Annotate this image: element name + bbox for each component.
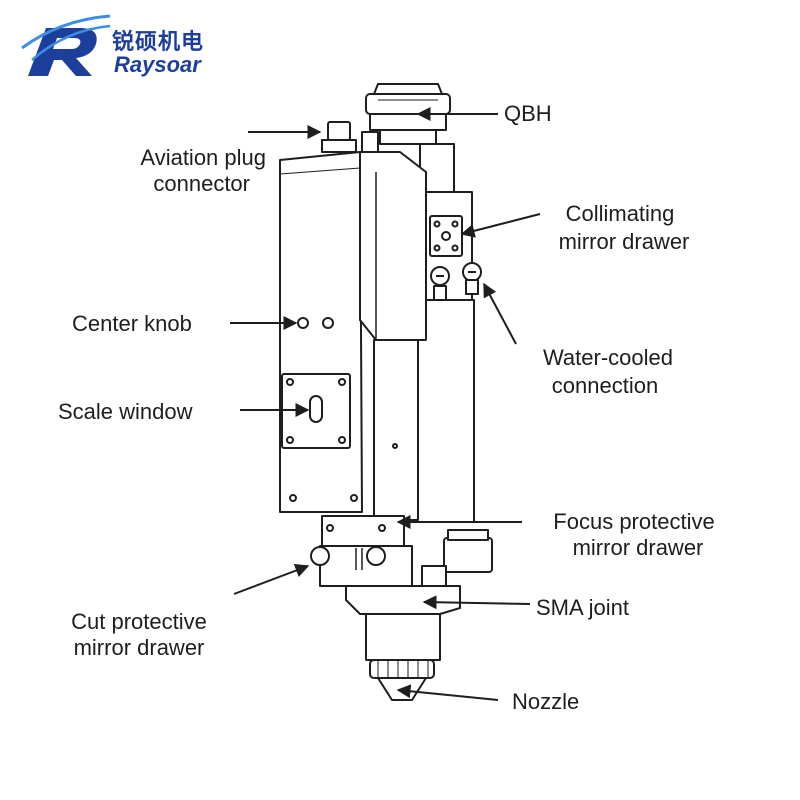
nozzle-ring	[369, 659, 435, 679]
nozzle-cone	[377, 677, 427, 701]
label-cut-protective-line2: mirror drawer	[73, 635, 205, 660]
label-focus-protective-line2: mirror drawer	[572, 535, 704, 560]
label-focus-protective-line1: Focus protective	[553, 509, 715, 534]
label-aviation-plug-line1: Aviation plug	[140, 145, 266, 170]
label-scale-window: Scale window	[58, 399, 193, 424]
brand-name-chinese: 锐硕机电	[112, 30, 205, 55]
qbh-connector	[365, 83, 451, 145]
label-nozzle: Nozzle	[512, 689, 580, 714]
arrow-collimating	[460, 213, 541, 238]
label-collimating-line1: Collimating	[565, 201, 675, 226]
center-knob-left	[297, 317, 309, 329]
label-center-knob: Center knob	[72, 311, 192, 336]
label-qbh: QBH	[504, 101, 552, 126]
brand-name-english: Raysoar	[114, 52, 201, 77]
arrow-water-cooled	[483, 282, 517, 345]
label-water-cooled-line1: Water-cooled	[542, 345, 673, 370]
focus-protective-drawer	[321, 515, 405, 547]
label-aviation-plug-line2: connector	[153, 171, 250, 196]
label-cut-protective-line1: Cut protective	[71, 609, 207, 634]
arrow-sma-joint	[422, 595, 531, 610]
center-knob-right	[322, 317, 334, 329]
arrow-nozzle	[396, 684, 499, 701]
arrow-cut-protective	[233, 563, 310, 595]
cut-protective-drawer	[319, 545, 413, 587]
label-sma-joint: SMA joint	[536, 595, 629, 620]
water-fittings	[430, 262, 482, 301]
main-housing	[279, 151, 363, 513]
raysoar-logo-icon	[21, 14, 111, 76]
label-water-cooled-line2: connection	[551, 373, 659, 398]
label-collimating-line2: mirror drawer	[558, 229, 690, 254]
aviation-plug	[321, 121, 379, 153]
